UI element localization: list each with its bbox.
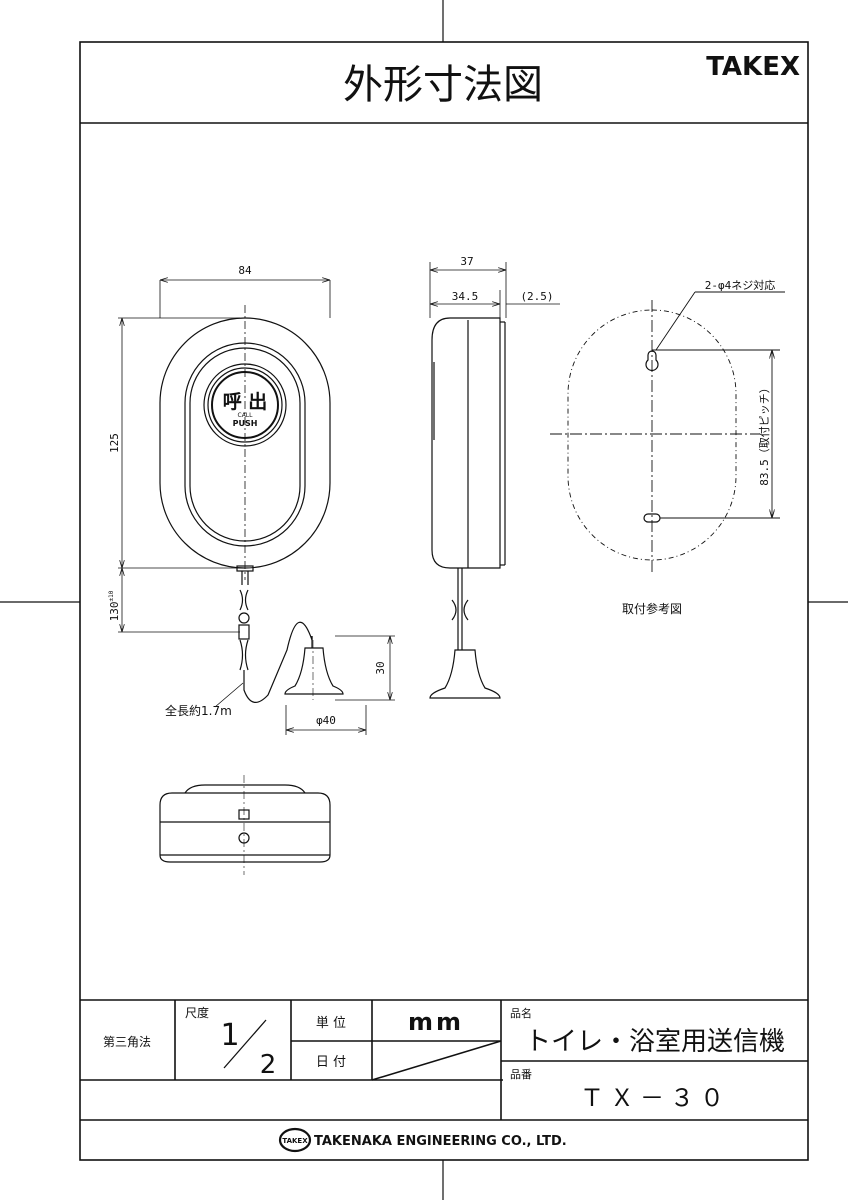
brand-logo: TAKEX	[706, 52, 800, 82]
dim-body-depth: 34.5	[452, 290, 479, 303]
side-view	[429, 317, 506, 699]
scale-numerator: 1	[220, 1018, 239, 1053]
dim-weight-diameter: φ40	[316, 714, 336, 727]
product-name: トイレ・浴室用送信機	[525, 1027, 785, 1057]
mount-hole-note: 2-φ4ネジ対応	[705, 278, 776, 292]
side-view-dimensions	[429, 262, 560, 318]
dim-width: 84	[238, 264, 252, 277]
mount-caption: 取付参考図	[622, 601, 682, 616]
dim-height: 125	[108, 433, 121, 453]
product-no-label: 品番	[510, 1068, 532, 1081]
product-name-label: 品名	[510, 1006, 532, 1020]
dim-cover-depth: (2.5)	[520, 290, 553, 303]
product-number: ＴＸ－３０	[580, 1084, 730, 1112]
cord-length-note: 全長約1.7m	[165, 703, 232, 718]
date-label: 日 付	[316, 1055, 346, 1070]
bottom-view	[159, 775, 331, 875]
company-name: TAKENAKA ENGINEERING CO., LTD.	[314, 1134, 567, 1149]
front-view-dimensions	[118, 280, 395, 735]
dim-weight-height: 30	[374, 661, 387, 674]
projection-method: 第三角法	[103, 1035, 151, 1049]
scale-denominator: 2	[260, 1050, 277, 1080]
button-push-label: PUSH	[233, 419, 258, 428]
front-view	[159, 305, 344, 703]
unit-label: 単 位	[316, 1015, 346, 1031]
dim-total-depth: 37	[460, 255, 473, 268]
mount-pitch: 83.5（取付ピッチ）	[758, 382, 771, 486]
title-block-grid	[80, 999, 808, 1121]
scale-label: 尺度	[185, 1005, 209, 1020]
dim-cord: 130±10	[108, 590, 121, 621]
unit-value: mm	[408, 1008, 464, 1036]
button-label: 呼 出	[223, 390, 268, 413]
page-title: 外形寸法図	[343, 62, 543, 108]
company-logo: TAKEX	[278, 1127, 312, 1153]
button-call-label: CALL	[238, 412, 254, 419]
svg-text:TAKEX: TAKEX	[282, 1137, 308, 1145]
mount-view	[550, 291, 785, 575]
